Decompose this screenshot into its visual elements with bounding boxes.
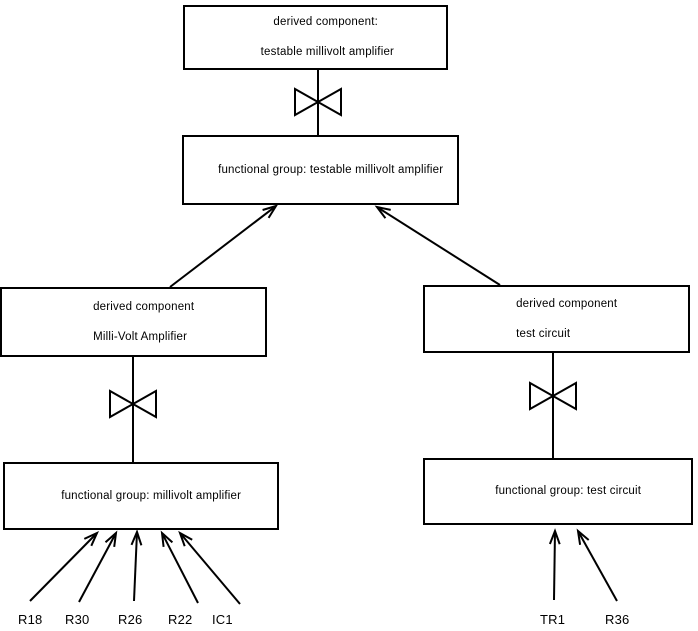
node-fg-mv-amp[interactable]: functional group: millivolt amplifier [3,462,279,530]
node-label-line1: derived component [93,300,195,313]
bowtie-left-triangle-c4 [109,389,136,419]
leaf-label-r36: R36 [605,612,630,627]
node-label: functional group: millivolt amplifier [41,474,241,519]
connector-line-c7 [78,535,116,603]
node-derived-mv-amp[interactable]: derived component Milli-Volt Amplifier [0,287,267,357]
connector-line-c10 [181,534,241,605]
arrowhead-icon-c9 [160,530,174,548]
node-fg-test-circuit[interactable]: functional group: test circuit [423,458,693,525]
node-derived-testable-mv-amp[interactable]: derived component: testable millivolt am… [183,5,448,70]
arrowhead-icon-c12 [576,528,590,545]
node-fg-testable-mv-amp[interactable]: functional group: testable millivolt amp… [182,135,459,205]
connector-line-c2 [169,207,275,288]
leaf-label-tr1: TR1 [540,612,566,627]
leaf-label-r26: R26 [118,612,143,627]
node-derived-test-circuit[interactable]: derived component test circuit [423,285,690,353]
node-label: functional group: test circuit [475,469,641,514]
node-label: derived component: testable millivolt am… [237,0,394,75]
node-label-line1: derived component [516,297,618,310]
leaf-label-r30: R30 [65,612,90,627]
node-label: functional group: testable millivolt amp… [198,148,444,193]
bowtie-left-triangle-c5 [529,381,556,411]
connector-line-c12 [578,533,618,602]
connector-line-c8 [133,534,138,602]
node-label-line2: testable millivolt amplifier [257,46,395,58]
arrowhead-icon-c10 [178,530,193,547]
arrowhead-icon-c11 [548,528,561,545]
connector-line-c11 [553,533,556,601]
bowtie-right-triangle-c1 [315,87,342,117]
bowtie-right-triangle-c4 [130,389,157,419]
node-label-line1: functional group: testable millivolt amp… [218,163,444,176]
node-label-line1: functional group: test circuit [495,485,642,497]
bowtie-left-triangle-c1 [294,87,321,117]
node-label: derived component test circuit [496,282,618,357]
bowtie-right-triangle-c5 [550,381,577,411]
arrowhead-icon-c7 [104,530,118,548]
connector-line-c3 [378,207,501,286]
node-label-line2: Milli-Volt Amplifier [93,330,188,343]
leaf-label-r22: R22 [168,612,193,627]
connector-line-c6 [29,534,96,602]
arrowhead-icon-c3 [374,205,391,219]
connector-line-c9 [162,535,199,604]
node-label: derived component Milli-Volt Amplifier [73,285,195,360]
arrowhead-icon-c2 [262,204,279,219]
leaf-label-ic1: IC1 [212,612,233,627]
arrowhead-icon-c8 [130,529,143,546]
leaf-label-r18: R18 [18,612,43,627]
node-label-line1: derived component: [273,16,378,28]
node-label-line1: functional group: millivolt amplifier [61,489,242,502]
node-label-line2: test circuit [516,327,571,340]
arrowhead-icon-c6 [83,530,99,547]
